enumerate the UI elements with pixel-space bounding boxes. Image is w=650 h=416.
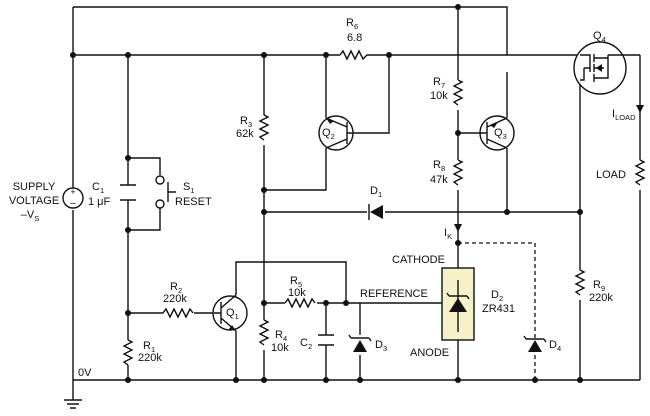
resistor-r4 (258, 319, 270, 346)
svg-text:–: – (70, 198, 76, 209)
d3-ref: D3 (375, 339, 387, 353)
r8-ref: R8 (433, 159, 445, 173)
resistor-r7 (452, 79, 464, 106)
s1-ref: S1 (183, 181, 195, 195)
r1-ref: R1 (143, 340, 155, 354)
r2-value: 220k (163, 293, 187, 305)
r7-value: 10k (430, 90, 448, 102)
ik-arrow (454, 224, 462, 232)
r2-ref: R2 (170, 281, 182, 295)
r9-value: 220k (589, 292, 613, 304)
supply-label-line3: –VS (21, 209, 39, 223)
resistor-r5 (284, 297, 316, 309)
r5-ref: R5 (290, 275, 302, 289)
junction-dots (70, 4, 583, 383)
r8-value: 47k (430, 174, 448, 186)
r3-ref: R3 (240, 115, 252, 129)
iload-arrow (636, 105, 644, 113)
q3-ref: Q3 (494, 127, 507, 141)
d4-ref: D4 (549, 339, 561, 353)
ik-label: IK (444, 227, 452, 241)
q1-ref: Q1 (226, 307, 239, 321)
switch-s1 (155, 175, 176, 209)
resistor-r2 (162, 307, 194, 319)
iload-label: ILOAD (612, 108, 636, 122)
resistor-r3 (258, 114, 270, 141)
r3-value: 62k (236, 128, 254, 140)
supply-source: + – (62, 187, 84, 209)
transistor-q1 (212, 294, 248, 332)
c1-value: 1 μF (88, 196, 111, 208)
q4-ref: Q4 (593, 30, 606, 44)
r7-ref: R7 (433, 76, 445, 90)
resistor-r1 (122, 339, 134, 366)
r6-ref: R6 (346, 17, 358, 31)
resistor-r8 (452, 159, 464, 186)
mosfet-q4 (573, 41, 640, 95)
zener-reference-d2 (441, 267, 475, 341)
d1-ref: D1 (370, 185, 382, 199)
c1-ref: C1 (92, 181, 104, 195)
resistor-load (634, 159, 646, 186)
r4-ref: R4 (275, 329, 287, 343)
supply-label-line1: SUPPLY (13, 181, 56, 193)
r9-ref: R9 (593, 279, 605, 293)
d2-reference-label: REFERENCE (360, 288, 428, 300)
transistor-q2 (318, 115, 354, 151)
transistor-q3 (478, 115, 515, 151)
r5-value: 10k (288, 287, 306, 299)
r4-value: 10k (271, 342, 289, 354)
diode-d1 (368, 204, 383, 220)
r1-value: 220k (138, 352, 162, 364)
wires (72, 6, 641, 400)
load-label: LOAD (596, 169, 626, 181)
resistor-r9 (574, 269, 586, 296)
d2-ref: D2 (491, 289, 503, 303)
q2-ref: Q2 (322, 127, 335, 141)
supply-label-line2: VOLTAGE (9, 195, 59, 207)
d2-anode-label: ANODE (410, 347, 449, 359)
diode-d4 (523, 335, 547, 352)
capacitor-c1 (120, 184, 136, 201)
d2-value: ZR431 (482, 303, 515, 315)
capacitor-c2 (318, 334, 334, 346)
s1-value: RESET (175, 196, 212, 208)
svg-text:+: + (70, 187, 75, 197)
ground-symbol (64, 399, 82, 409)
diode-d3 (348, 334, 372, 352)
ground-label: 0V (78, 367, 92, 379)
c2-ref: C2 (300, 337, 312, 351)
d2-cathode-label: CATHODE (392, 254, 445, 266)
resistor-r6 (339, 49, 370, 61)
r6-value: 6.8 (347, 32, 362, 44)
